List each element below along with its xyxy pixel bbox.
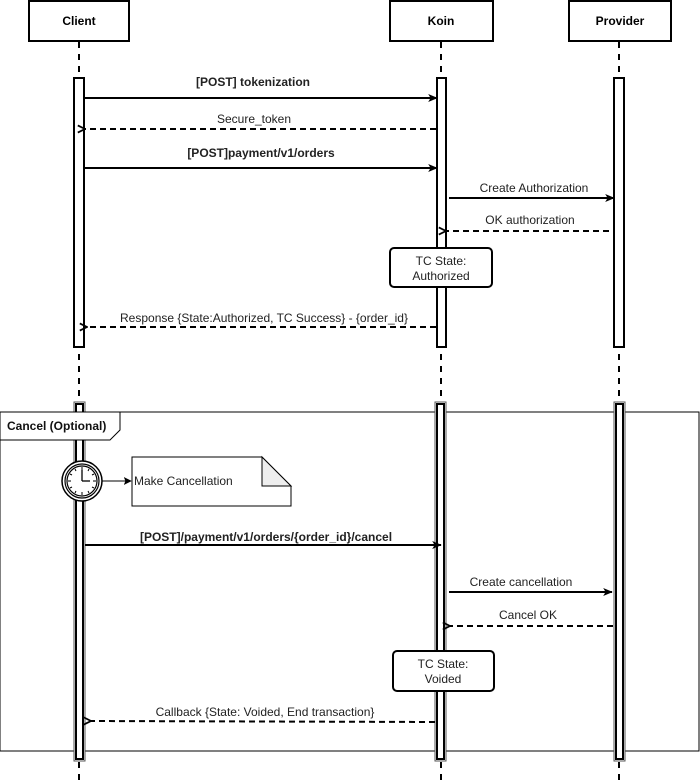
message-label: Create Authorization [480,181,589,195]
message-label: Cancel OK [499,608,557,622]
participant-client[interactable]: Client [28,0,130,42]
state-line: Voided [425,672,462,686]
activation-client-1 [73,77,85,348]
message-create-cancellation[interactable]: Create cancellation [449,575,613,596]
state-line: TC State: [416,254,467,268]
state-line: Authorized [412,269,469,283]
message-callback-voided[interactable]: Callback {State: Voided, End transaction… [91,705,436,722]
message-response-authorized[interactable]: Response {State:Authorized, TC Success} … [87,311,436,327]
participant-label: Client [62,14,95,28]
participant-provider[interactable]: Provider [568,0,672,42]
note-text: Make Cancellation [134,474,233,488]
message-label: Response {State:Authorized, TC Success} … [120,311,408,325]
message-label: [POST]payment/v1/orders [187,146,335,160]
message-label: Secure_token [217,112,291,126]
message-ok-authorization[interactable]: OK authorization [446,213,609,231]
message-label: Callback {State: Voided, End transaction… [156,705,375,719]
message-post-orders[interactable]: [POST]payment/v1/orders [85,146,438,172]
activation-koin-2 [434,401,447,762]
message-label: [POST]/payment/v1/orders/{order_id}/canc… [140,530,392,544]
clock-icon [61,460,103,502]
activation-provider-1 [613,77,625,348]
state-box-authorized: TC State: Authorized [389,247,493,288]
message-secure-token[interactable]: Secure_token [85,112,436,129]
message-post-cancel[interactable]: [POST]/payment/v1/orders/{order_id}/canc… [85,530,442,549]
activation-client-2 [73,401,86,762]
activation-provider-2 [613,401,626,762]
message-cancel-ok[interactable]: Cancel OK [450,608,613,626]
note-make-cancellation: Make Cancellation [131,455,293,507]
frame-cancel-optional [0,411,700,752]
message-label: Create cancellation [470,575,573,589]
activation-koin-1 [436,77,447,348]
participant-label: Provider [596,14,645,28]
message-label: [POST] tokenization [196,75,310,89]
participant-koin[interactable]: Koin [389,0,494,42]
message-create-authorization[interactable]: Create Authorization [449,181,615,202]
frame-label: Cancel (Optional) [7,419,106,433]
frame-label-tab: Cancel (Optional) [0,411,121,441]
state-box-voided: TC State: Voided [392,650,495,692]
message-tokenization[interactable]: [POST] tokenization [85,75,438,102]
participant-label: Koin [428,14,455,28]
message-label: OK authorization [485,213,574,227]
state-line: TC State: [418,657,469,671]
